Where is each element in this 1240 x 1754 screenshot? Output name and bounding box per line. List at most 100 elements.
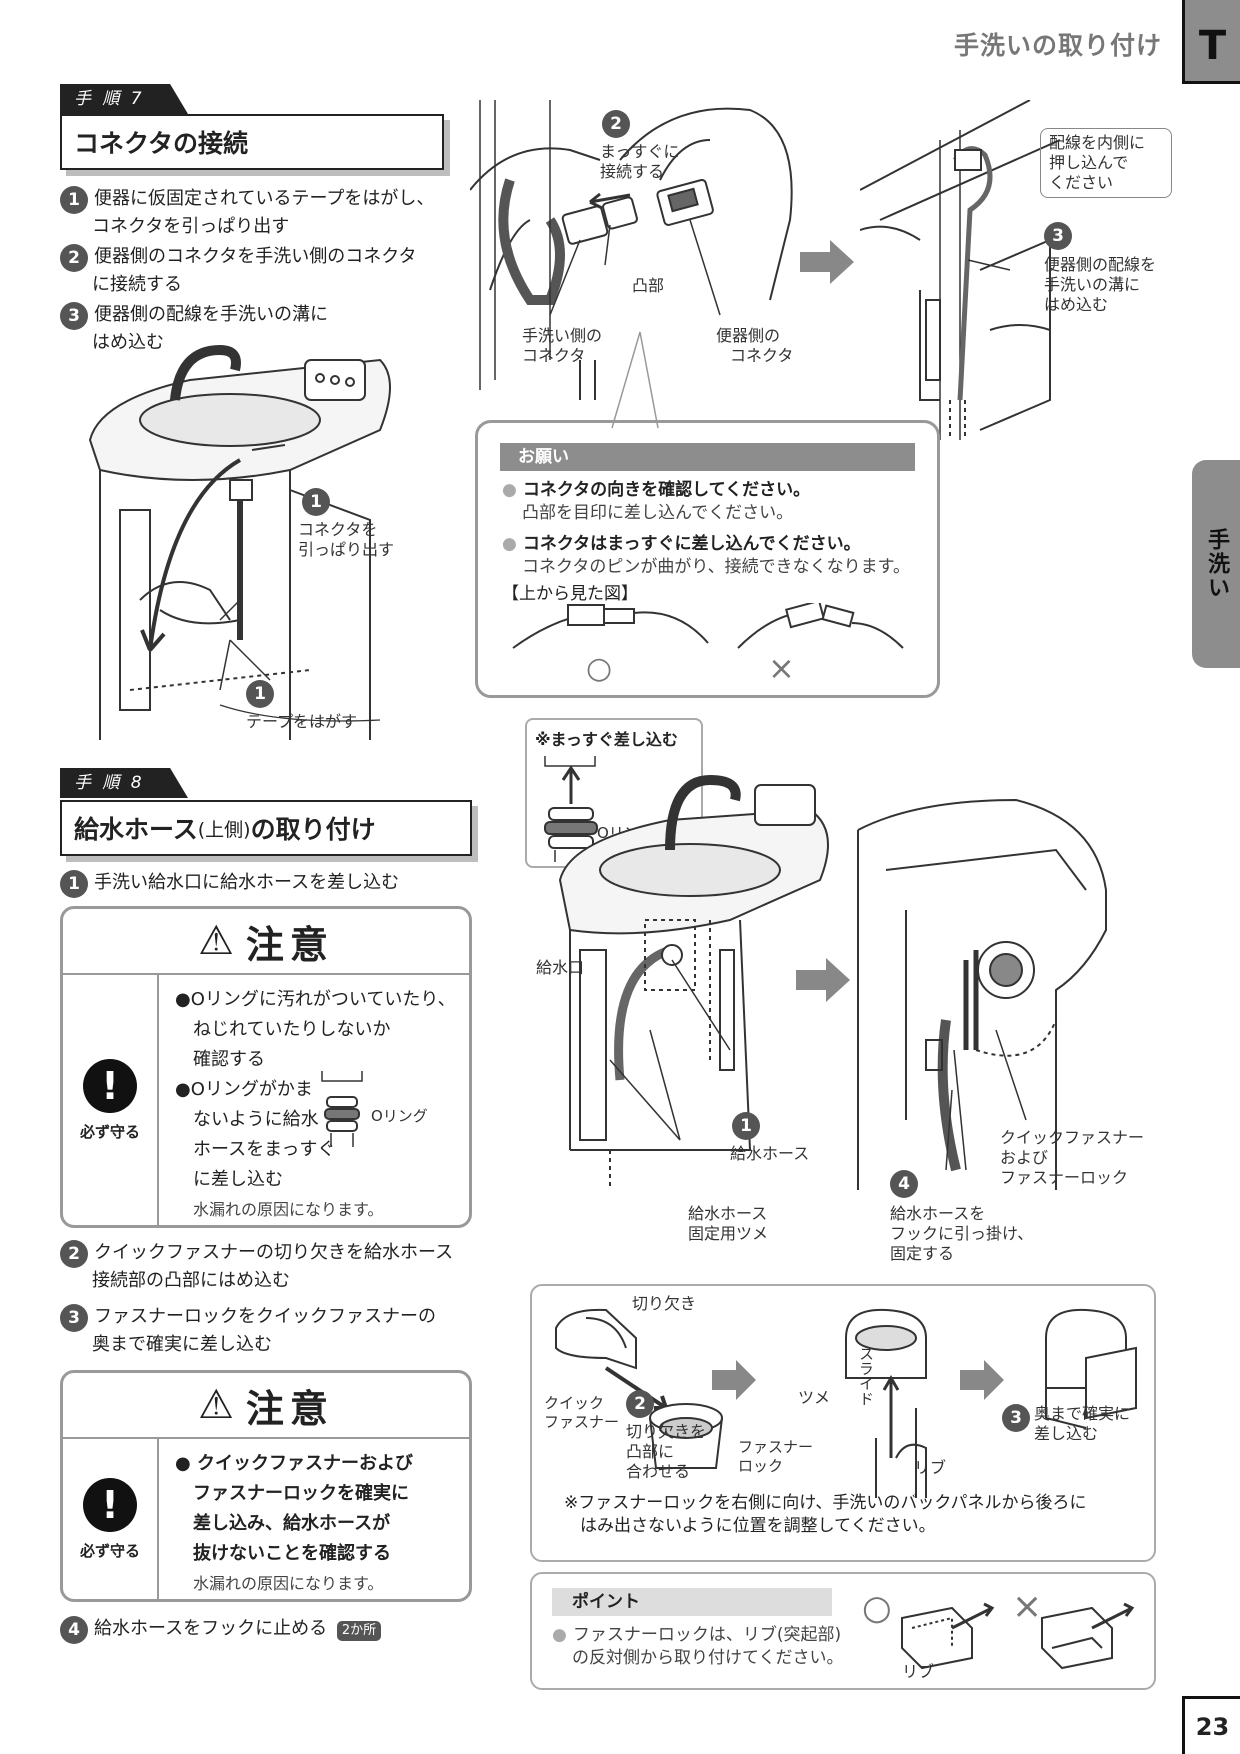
next-arrow-icon xyxy=(800,240,854,284)
callout-2-align: 2 xyxy=(626,1390,654,1418)
label-line: 押し込んで xyxy=(1049,153,1129,172)
fastener-ng-diagram xyxy=(1041,1602,1135,1670)
label-line: 切り欠きを xyxy=(626,1422,707,1441)
label-line: 給水ホースを xyxy=(890,1204,986,1223)
caution-title: 注意 xyxy=(245,1386,334,1431)
caution-line: ●Oリングに汚れがついていたり、 xyxy=(175,989,456,1010)
side-index-tab: 手洗い xyxy=(1192,460,1240,668)
label-line: 合わせる xyxy=(626,1462,691,1481)
label-line: 手洗いの溝に xyxy=(1044,275,1141,294)
label-line: コネクタ xyxy=(730,346,794,365)
label-insert-deep: 奥まで確実に 差し込む xyxy=(1034,1404,1130,1444)
label-line: ロック xyxy=(738,1457,784,1475)
ok-mark-icon: ○ xyxy=(586,651,613,686)
note-line: はみ出さないように位置を調整してください。 xyxy=(580,1516,936,1536)
point-line: ファスナーロックは、リブ(突起部) xyxy=(572,1625,842,1645)
caution-line: 確認する xyxy=(193,1049,265,1070)
label-slide: スライド xyxy=(857,1346,875,1406)
warning-triangle-icon: ⚠ xyxy=(198,918,240,964)
label-line: ファスナー xyxy=(738,1438,814,1456)
label-quick-fastener: クイックファスナー および ファスナーロック xyxy=(1000,1128,1144,1188)
must-follow-panel: ! 必ず守る xyxy=(63,975,159,1225)
label-line: コネクタ xyxy=(522,346,586,365)
caution-line: ● クイックファスナーおよび xyxy=(175,1453,413,1474)
label-wiring-groove: 便器側の配線を 手洗いの溝に はめ込む xyxy=(1044,255,1156,315)
label-connect-straight: まっすぐに 接続する xyxy=(600,142,679,182)
step-number-badge: 2 xyxy=(60,1240,88,1268)
callout-3-insert: 3 xyxy=(1002,1404,1030,1432)
callout-4-hook: 4 xyxy=(890,1170,918,1198)
inset-title: ※まっすぐ差し込む xyxy=(535,730,678,749)
request-sub-2: コネクタのピンが曲がり、接続できなくなります。 xyxy=(522,557,910,577)
label-line: 手洗い側の xyxy=(522,326,603,345)
label-hook-fix: 給水ホースを フックに引っ掛け、 固定する xyxy=(890,1204,1033,1264)
caution-1-text: ●Oリングに汚れがついていたり、 ねじれていたりしないか 確認する ●Oリングが… xyxy=(159,975,469,1225)
oring-label: Oリング xyxy=(371,1107,428,1125)
hose-install-illustration xyxy=(558,774,829,1190)
caution-subnote: 水漏れの原因になります。 xyxy=(193,1200,384,1219)
next-arrow-icon xyxy=(796,958,850,1002)
label-water-inlet: 給水口 xyxy=(536,958,585,977)
callout-1-hose: 1 xyxy=(732,1112,760,1140)
instruction-text: コネクタを引っぱり出す xyxy=(92,216,290,237)
step7-title-text: コネクタの接続 xyxy=(74,129,249,158)
instruction-text: 便器に仮固定されているテープをはがし、 xyxy=(94,188,435,209)
request-title: お願い xyxy=(500,443,915,471)
label-line: 接続する xyxy=(600,162,665,181)
request-point-2: ●コネクタはまっすぐに差し込んでください。 xyxy=(502,534,861,554)
request-point-1: ●コネクタの向きを確認してください。 xyxy=(502,480,811,500)
label-hose-claw: 給水ホース 固定用ツメ xyxy=(688,1204,768,1244)
ng-mark-icon: × xyxy=(1012,1586,1043,1627)
label-line: ファスナー xyxy=(544,1413,620,1431)
wiring-groove-illustration xyxy=(860,100,1060,440)
step-number-badge: 4 xyxy=(60,1616,88,1644)
caution-header: ⚠注意 xyxy=(63,909,469,975)
label-line: はめ込む xyxy=(1044,295,1109,314)
ok-mark-icon: ○ xyxy=(862,1588,892,1628)
label-pull-connector: コネクタを 引っぱり出す xyxy=(298,520,394,560)
label-line: 固定用ツメ xyxy=(688,1224,769,1243)
label-claw: ツメ xyxy=(798,1388,831,1407)
label-convex: 凸部 xyxy=(632,276,665,295)
point-title: ポイント xyxy=(552,1588,832,1616)
instruction-text: はめ込む xyxy=(92,332,164,353)
request-text: コネクタの向きを確認してください。 xyxy=(522,480,811,500)
label-line: 配線を内側に xyxy=(1049,133,1146,152)
exclamation-icon: ! xyxy=(83,1477,137,1532)
connector-topview-diagram xyxy=(512,603,904,649)
label-line: 引っぱり出す xyxy=(298,540,395,559)
label-line: 便器側の xyxy=(716,326,781,345)
label-line: クイック xyxy=(544,1394,605,1412)
count-badge: 2か所 xyxy=(336,1621,382,1641)
point-line: の反対側から取り付けてください。 xyxy=(572,1648,844,1668)
basin-connector-illustration xyxy=(88,344,391,740)
step7-title: コネクタの接続 xyxy=(60,114,444,170)
request-topview-label: 【上から見た図】 xyxy=(502,584,638,604)
instruction-text: 奥まで確実に差し込む xyxy=(92,1334,272,1355)
step8-tag: 手 順 8 xyxy=(60,768,188,798)
page-header-title: 手洗いの取り付け xyxy=(953,31,1162,60)
callout-3-groove: 3 xyxy=(1044,222,1072,250)
label-line: まっすぐに xyxy=(600,142,680,161)
step8-title-text: 給水ホース xyxy=(74,815,198,844)
instruction-text: 便器側の配線を手洗いの溝に xyxy=(94,304,328,325)
note-line: ※ファスナーロックを右側に向け、手洗いのバックパネルから後ろに xyxy=(564,1493,1087,1513)
warning-triangle-icon: ⚠ xyxy=(198,1382,240,1428)
step8-title-note: (上側) xyxy=(197,818,251,841)
step8-title-text: の取り付け xyxy=(250,815,376,844)
label-rib: リブ xyxy=(914,1458,947,1477)
label-line: ファスナーロック xyxy=(1000,1168,1129,1187)
callout-pointer xyxy=(611,331,659,429)
caution-line: 差し込み、給水ホースが xyxy=(193,1513,391,1534)
caution-title: 注意 xyxy=(245,922,334,967)
hook-install-illustration xyxy=(857,798,1107,1190)
step-number-badge: 1 xyxy=(60,870,88,898)
step8-title: 給水ホース(上側)の取り付け xyxy=(60,800,472,856)
